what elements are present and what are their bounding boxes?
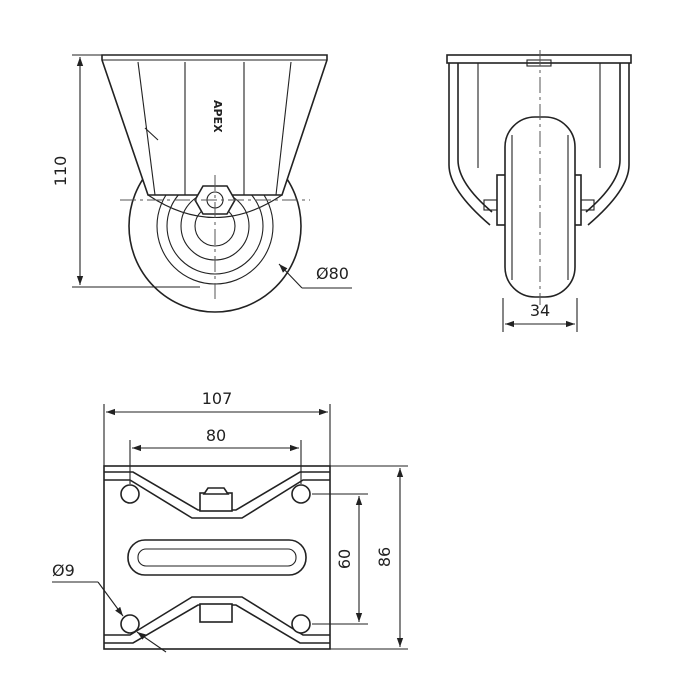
top-nut-head bbox=[202, 487, 230, 495]
brand-mark: APEX bbox=[211, 100, 224, 133]
fork-profile-top-inner bbox=[104, 479, 330, 519]
wheel-diameter-label: Ø80 bbox=[316, 264, 349, 283]
plate-length-label: 86 bbox=[375, 547, 394, 567]
top-plate-stud bbox=[526, 59, 552, 67]
center-slot-inner bbox=[137, 548, 297, 567]
top-plate bbox=[446, 54, 632, 64]
fork-rib-line bbox=[275, 61, 292, 196]
height-dimension-label: 110 bbox=[51, 156, 70, 187]
side-view: APEX 110 Ø80 bbox=[51, 54, 352, 313]
mounting-hole bbox=[291, 484, 311, 504]
mounting-hole bbox=[120, 484, 140, 504]
fork-rib-line bbox=[137, 61, 156, 196]
section-tick bbox=[144, 127, 159, 141]
hole-diameter-label: Ø9 bbox=[52, 561, 75, 580]
hole-diameter-leader bbox=[97, 581, 124, 617]
hole-spacing-x-label: 80 bbox=[206, 426, 226, 445]
mounting-hole bbox=[291, 614, 311, 634]
front-view: 34 bbox=[446, 50, 632, 332]
fork-leg-right-outer bbox=[587, 63, 630, 226]
hole-diameter-leader-opposite bbox=[136, 631, 167, 653]
fork-leg-right-inner bbox=[585, 63, 621, 213]
plate-width-label: 107 bbox=[202, 389, 233, 408]
top-nut-icon bbox=[199, 492, 233, 512]
plate-view: 107 80 60 86 Ø9 bbox=[52, 389, 408, 653]
fork-profile-bottom-inner bbox=[104, 596, 330, 636]
wheel-width-label: 34 bbox=[530, 301, 550, 320]
wheel-diameter-leader bbox=[278, 263, 303, 289]
bottom-nut-icon bbox=[199, 603, 233, 623]
hole-spacing-y-label: 60 bbox=[335, 549, 354, 569]
mounting-hole bbox=[120, 614, 140, 634]
fork-leg-left-outer bbox=[448, 63, 491, 226]
center-slot bbox=[127, 539, 307, 576]
fork-leg-left-inner bbox=[457, 63, 493, 213]
